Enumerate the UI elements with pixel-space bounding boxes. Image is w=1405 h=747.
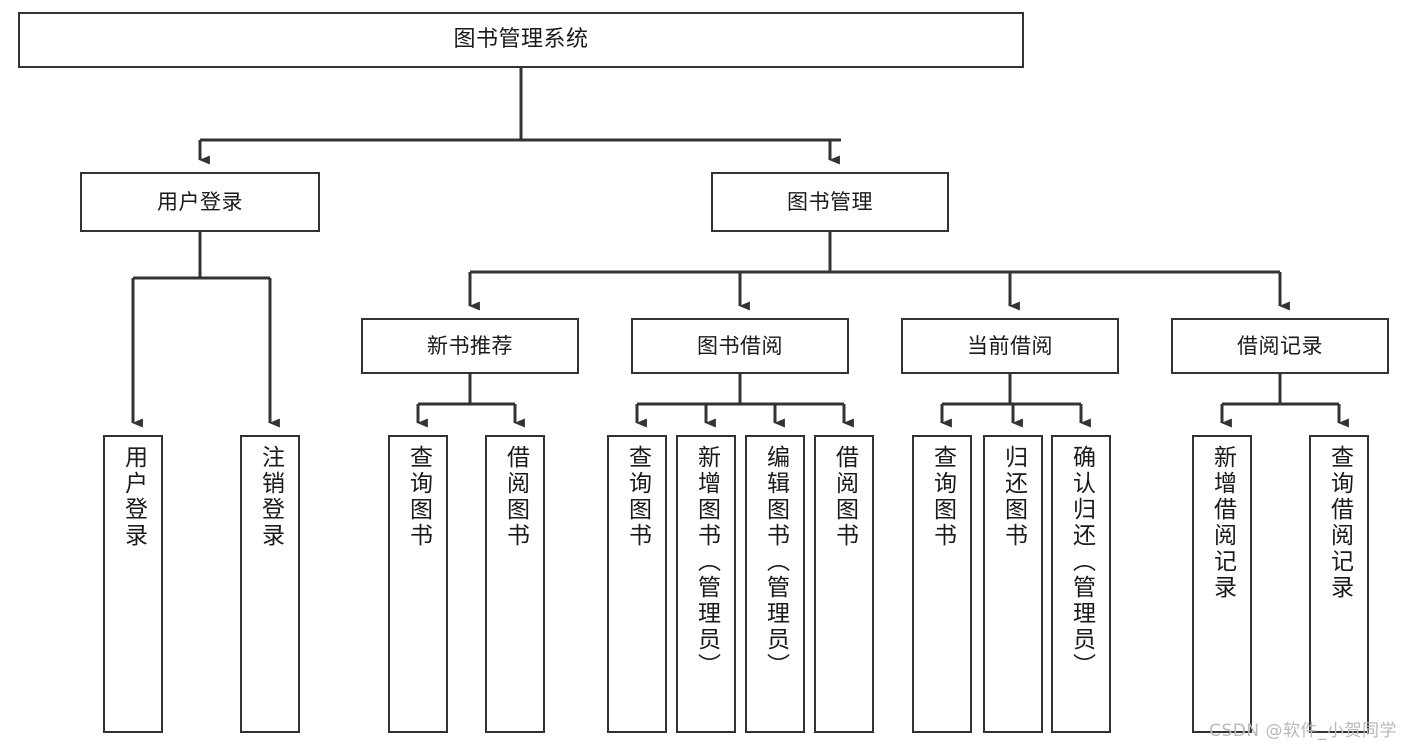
- node-leaf-confirm-return[interactable]: 确认归还（管理员）: [1051, 435, 1111, 733]
- node-leaf-add-book[interactable]: 新增图书（管理员）: [676, 435, 736, 733]
- node-leaf-edit-book[interactable]: 编辑图书（管理员）: [745, 435, 805, 733]
- node-leaf-query-book-2[interactable]: 查询图书: [607, 435, 667, 733]
- node-leaf-edit-book-label: 编辑图书（管理员）: [762, 445, 789, 679]
- node-leaf-return-book-label: 归还图书: [1000, 445, 1027, 549]
- node-leaf-user-login-label: 用户登录: [120, 445, 147, 549]
- node-leaf-user-login[interactable]: 用户登录: [103, 435, 163, 733]
- node-leaf-query-record-label: 查询借阅记录: [1326, 445, 1353, 601]
- node-leaf-logout-label: 注销登录: [257, 445, 284, 549]
- node-leaf-add-record[interactable]: 新增借阅记录: [1192, 435, 1252, 733]
- node-leaf-borrow-book-1-label: 借阅图书: [502, 445, 529, 549]
- node-leaf-confirm-return-label: 确认归还（管理员）: [1068, 445, 1095, 679]
- node-current-borrow[interactable]: 当前借阅: [901, 318, 1119, 374]
- node-leaf-query-book-1-label: 查询图书: [405, 445, 432, 549]
- node-leaf-query-book-3[interactable]: 查询图书: [912, 435, 972, 733]
- node-user-login-label: 用户登录: [157, 189, 243, 214]
- node-leaf-borrow-book-2-label: 借阅图书: [831, 445, 858, 549]
- watermark-text: CSDN @软件_小贺同学: [1209, 721, 1397, 741]
- node-new-book-recommend[interactable]: 新书推荐: [361, 318, 579, 374]
- node-leaf-query-book-2-label: 查询图书: [624, 445, 651, 549]
- node-leaf-logout[interactable]: 注销登录: [240, 435, 300, 733]
- node-leaf-borrow-book-2[interactable]: 借阅图书: [814, 435, 874, 733]
- node-book-borrow[interactable]: 图书借阅: [631, 318, 849, 374]
- node-borrow-record[interactable]: 借阅记录: [1171, 318, 1389, 374]
- node-leaf-query-book-3-label: 查询图书: [929, 445, 956, 549]
- node-user-login[interactable]: 用户登录: [80, 172, 320, 232]
- node-leaf-query-record[interactable]: 查询借阅记录: [1309, 435, 1369, 733]
- node-leaf-borrow-book-1[interactable]: 借阅图书: [485, 435, 545, 733]
- node-leaf-add-record-label: 新增借阅记录: [1209, 445, 1236, 601]
- node-new-book-recommend-label: 新书推荐: [427, 333, 513, 358]
- node-book-manage-label: 图书管理: [787, 189, 873, 214]
- node-borrow-record-label: 借阅记录: [1237, 333, 1323, 358]
- node-book-borrow-label: 图书借阅: [697, 333, 783, 358]
- node-root[interactable]: 图书管理系统: [18, 12, 1024, 68]
- node-root-label: 图书管理系统: [453, 27, 589, 53]
- node-leaf-add-book-label: 新增图书（管理员）: [693, 445, 720, 679]
- node-leaf-return-book[interactable]: 归还图书: [983, 435, 1043, 733]
- node-current-borrow-label: 当前借阅: [967, 333, 1053, 358]
- node-leaf-query-book-1[interactable]: 查询图书: [388, 435, 448, 733]
- node-book-manage[interactable]: 图书管理: [711, 172, 949, 232]
